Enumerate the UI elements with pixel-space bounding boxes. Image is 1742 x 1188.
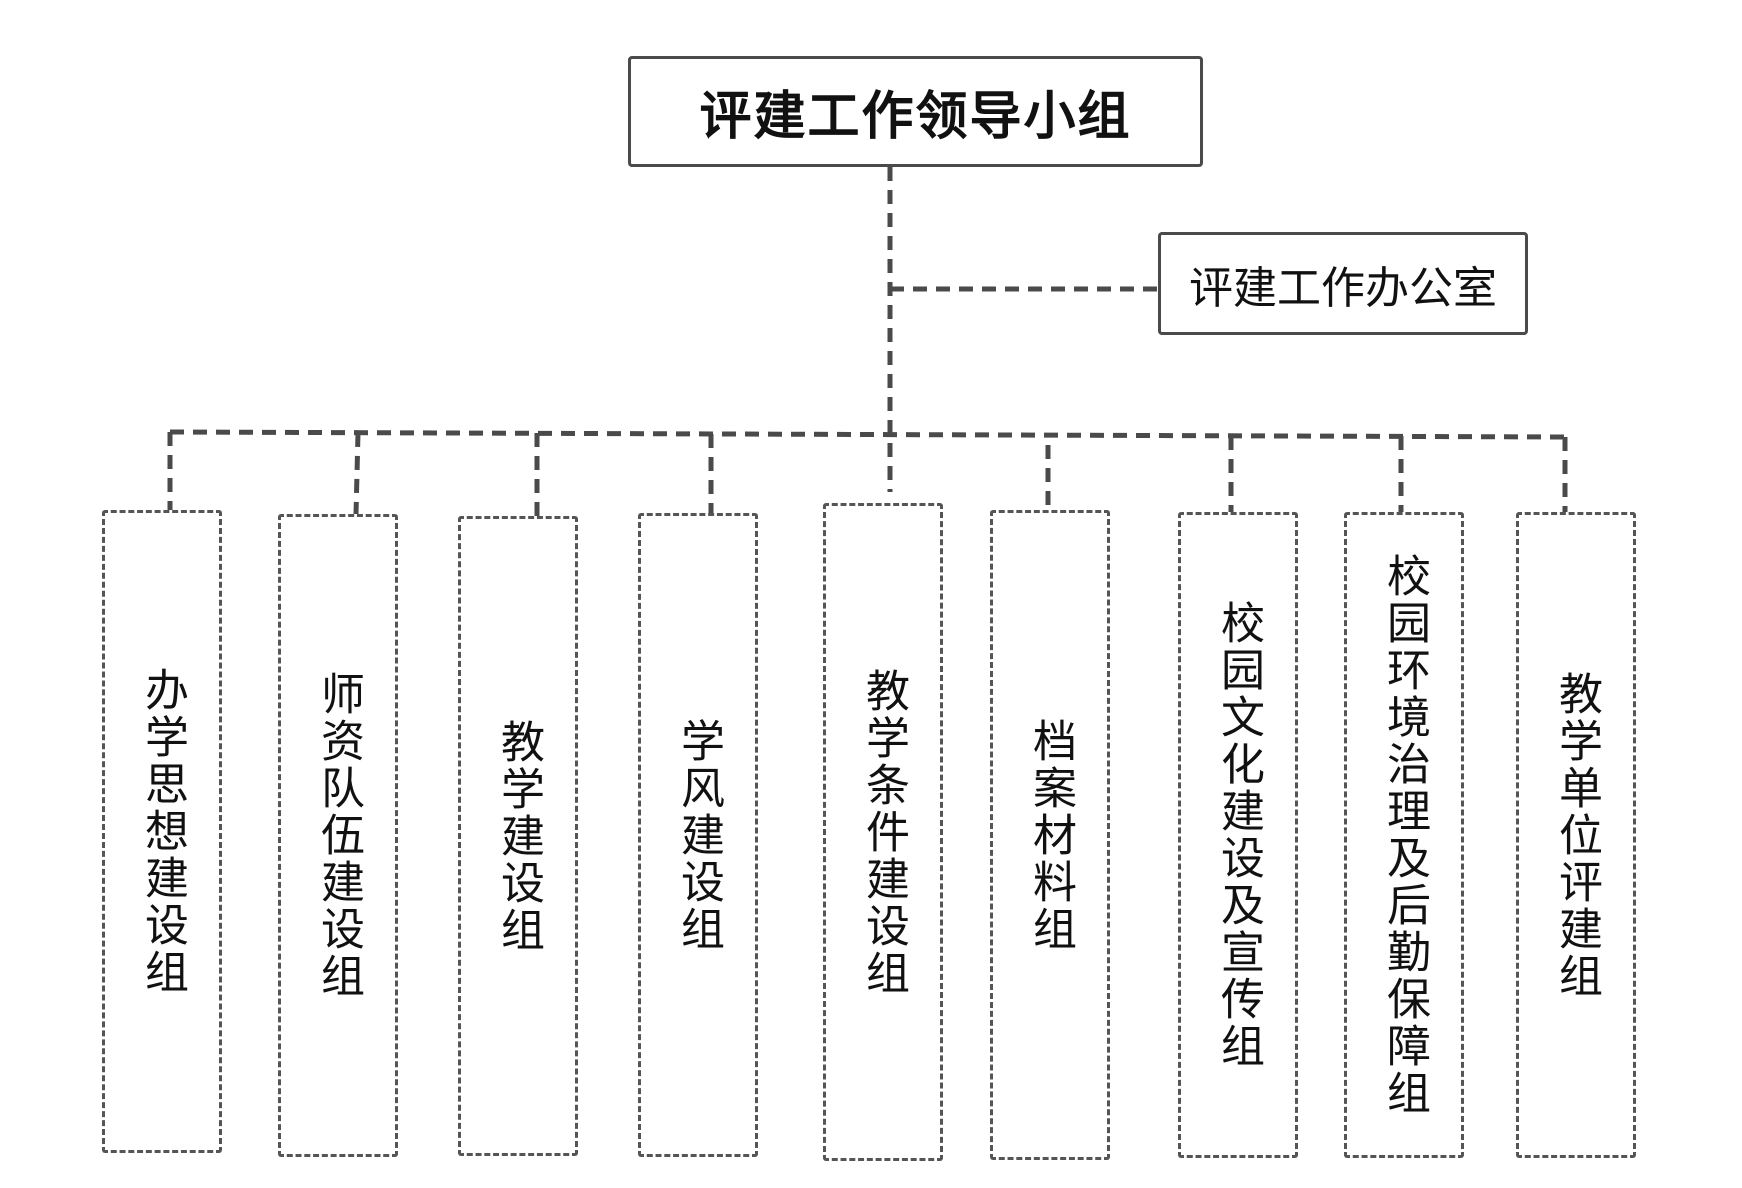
group-label: 办学思想建设组: [137, 667, 188, 996]
group-box-study-style: 学风建设组: [638, 513, 758, 1157]
group-label: 教学单位评建组: [1551, 670, 1602, 1000]
group-label: 教学条件建设组: [858, 667, 909, 997]
group-label: 师资队伍建设组: [313, 671, 364, 1000]
office-label: 评建工作办公室: [1189, 262, 1497, 314]
leader-group-box: 评建工作领导小组: [628, 56, 1203, 167]
group-box-teaching-units: 教学单位评建组: [1516, 512, 1636, 1158]
leader-group-label: 评建工作领导小组: [699, 87, 1132, 147]
group-box-archives: 档案材料组: [990, 510, 1110, 1160]
group-label: 教学建设组: [493, 718, 544, 954]
group-label: 校园环境治理及后勤保障组: [1379, 553, 1430, 1117]
bus-line: [169, 429, 1566, 440]
group-label: 学风建设组: [673, 717, 724, 953]
office-box: 评建工作办公室: [1158, 232, 1528, 335]
group-box-campus-environment: 校园环境治理及后勤保障组: [1344, 512, 1464, 1158]
group-box-ideology: 办学思想建设组: [102, 510, 222, 1153]
group-box-teaching: 教学建设组: [458, 516, 578, 1156]
group-box-teaching-conditions: 教学条件建设组: [823, 503, 943, 1161]
group-box-campus-culture: 校园文化建设及宣传组: [1178, 512, 1298, 1158]
group-label: 校园文化建设及宣传组: [1213, 600, 1264, 1070]
drop-line: [353, 432, 361, 515]
group-box-faculty: 师资队伍建设组: [278, 514, 398, 1157]
group-label: 档案材料组: [1025, 717, 1076, 953]
